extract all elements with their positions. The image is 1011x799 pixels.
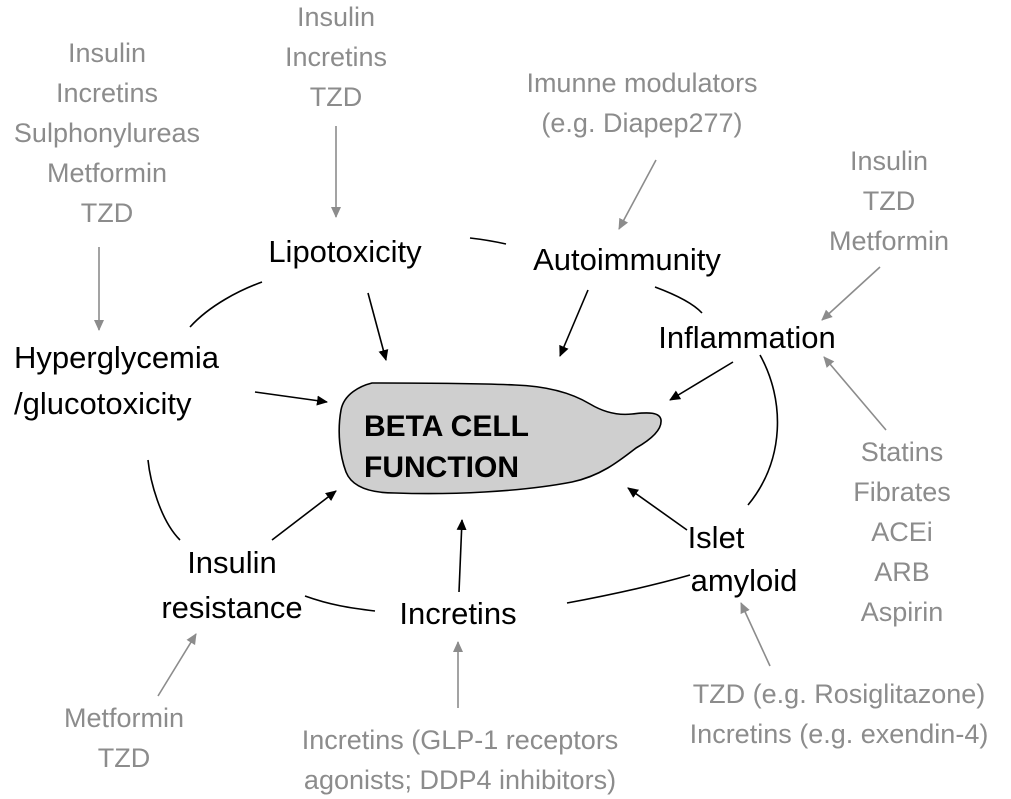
- link-islet-incretins: [566, 574, 691, 604]
- drugs-incretins: Incretins (GLP-1 receptors agonists; DDP…: [302, 725, 619, 795]
- arrow-resistance-to-center: [271, 490, 337, 541]
- node-islet-amyloid-line1: Islet: [688, 520, 745, 555]
- drugs-inflammation-top: Insulin TZD Metformin: [829, 146, 949, 256]
- node-insulin-resistance-line1: Insulin: [187, 545, 277, 580]
- node-insulin-resistance-line2: resistance: [161, 590, 302, 625]
- beta-cell-shape: [338, 382, 662, 495]
- drug-label: Sulphonylureas: [14, 118, 200, 148]
- drug-label: Aspirin: [861, 597, 944, 627]
- node-lipotoxicity: Lipotoxicity: [268, 234, 422, 269]
- arrow-hyperglycemia-to-center: [254, 391, 328, 406]
- center-title-line1: BETA CELL: [364, 410, 529, 443]
- arrow-lipotoxicity-to-center: [367, 292, 389, 361]
- drug-label: TZD: [81, 198, 133, 228]
- drug-label: (e.g. Diapep277): [541, 108, 742, 138]
- drug-label: Imunne modulators: [526, 68, 757, 98]
- drug-label: agonists; DDP4 inhibitors): [304, 765, 616, 795]
- link-resistance-hyperglycemia: [147, 459, 181, 541]
- drug-label: Insulin: [68, 38, 146, 68]
- drug-arrow-inflammation-bottom: [823, 356, 887, 431]
- node-hyperglycemia-line2: /glucotoxicity: [14, 386, 192, 421]
- arrow-islet-to-center: [627, 487, 688, 531]
- drug-label: Metformin: [47, 158, 167, 188]
- drug-label: TZD: [98, 743, 150, 773]
- node-islet-amyloid-line2: amyloid: [691, 563, 798, 598]
- link-inflammation-islet: [747, 354, 779, 506]
- node-inflammation: Inflammation: [658, 320, 835, 355]
- drug-label: Metformin: [64, 703, 184, 733]
- drug-label: ARB: [874, 557, 930, 587]
- drugs-islet-amyloid: TZD (e.g. Rosiglitazone) Incretins (e.g.…: [690, 679, 989, 749]
- drug-label: Incretins (GLP-1 receptors: [302, 725, 619, 755]
- drugs-hyperglycemia: Insulin Incretins Sulphonylureas Metform…: [14, 38, 200, 228]
- node-incretins: Incretins: [399, 596, 516, 631]
- node-autoimmunity: Autoimmunity: [533, 242, 721, 277]
- drug-label: ACEi: [871, 517, 933, 547]
- drug-label: Fibrates: [853, 477, 951, 507]
- drug-arrow-islet: [740, 602, 771, 667]
- link-lipotoxicity-autoimmunity: [469, 237, 507, 245]
- center-title-line2: FUNCTION: [364, 451, 519, 484]
- drug-label: Metformin: [829, 226, 949, 256]
- drug-arrow-autoimmunity: [618, 159, 657, 230]
- link-incretins-resistance: [304, 595, 376, 612]
- drugs-autoimmunity: Imunne modulators (e.g. Diapep277): [526, 68, 757, 138]
- drugs-inflammation-bottom: Statins Fibrates ACEi ARB Aspirin: [853, 437, 951, 627]
- drug-label: TZD: [863, 186, 915, 216]
- arrow-autoimmunity-to-center: [559, 289, 589, 357]
- link-hyperglycemia-lipotoxicity: [189, 281, 263, 328]
- drug-label: Insulin: [850, 146, 928, 176]
- drug-arrow-inflammation-top: [821, 266, 881, 321]
- drug-label: Statins: [861, 437, 944, 467]
- node-hyperglycemia-line1: Hyperglycemia: [14, 340, 220, 375]
- drug-label: TZD (e.g. Rosiglitazone): [693, 679, 986, 709]
- drugs-insulin-resistance: Metformin TZD: [64, 703, 184, 773]
- arrow-incretins-to-center: [456, 519, 467, 593]
- drug-label: Insulin: [297, 2, 375, 32]
- drugs-lipotoxicity: Insulin Incretins TZD: [285, 2, 387, 112]
- drug-label: TZD: [310, 82, 362, 112]
- arrow-inflammation-to-center: [669, 361, 734, 401]
- drug-arrow-resistance: [157, 633, 197, 697]
- drug-label: Incretins (e.g. exendin-4): [690, 719, 989, 749]
- drug-label: Incretins: [285, 42, 387, 72]
- drug-label: Incretins: [56, 78, 158, 108]
- link-autoimmunity-inflammation: [654, 286, 703, 314]
